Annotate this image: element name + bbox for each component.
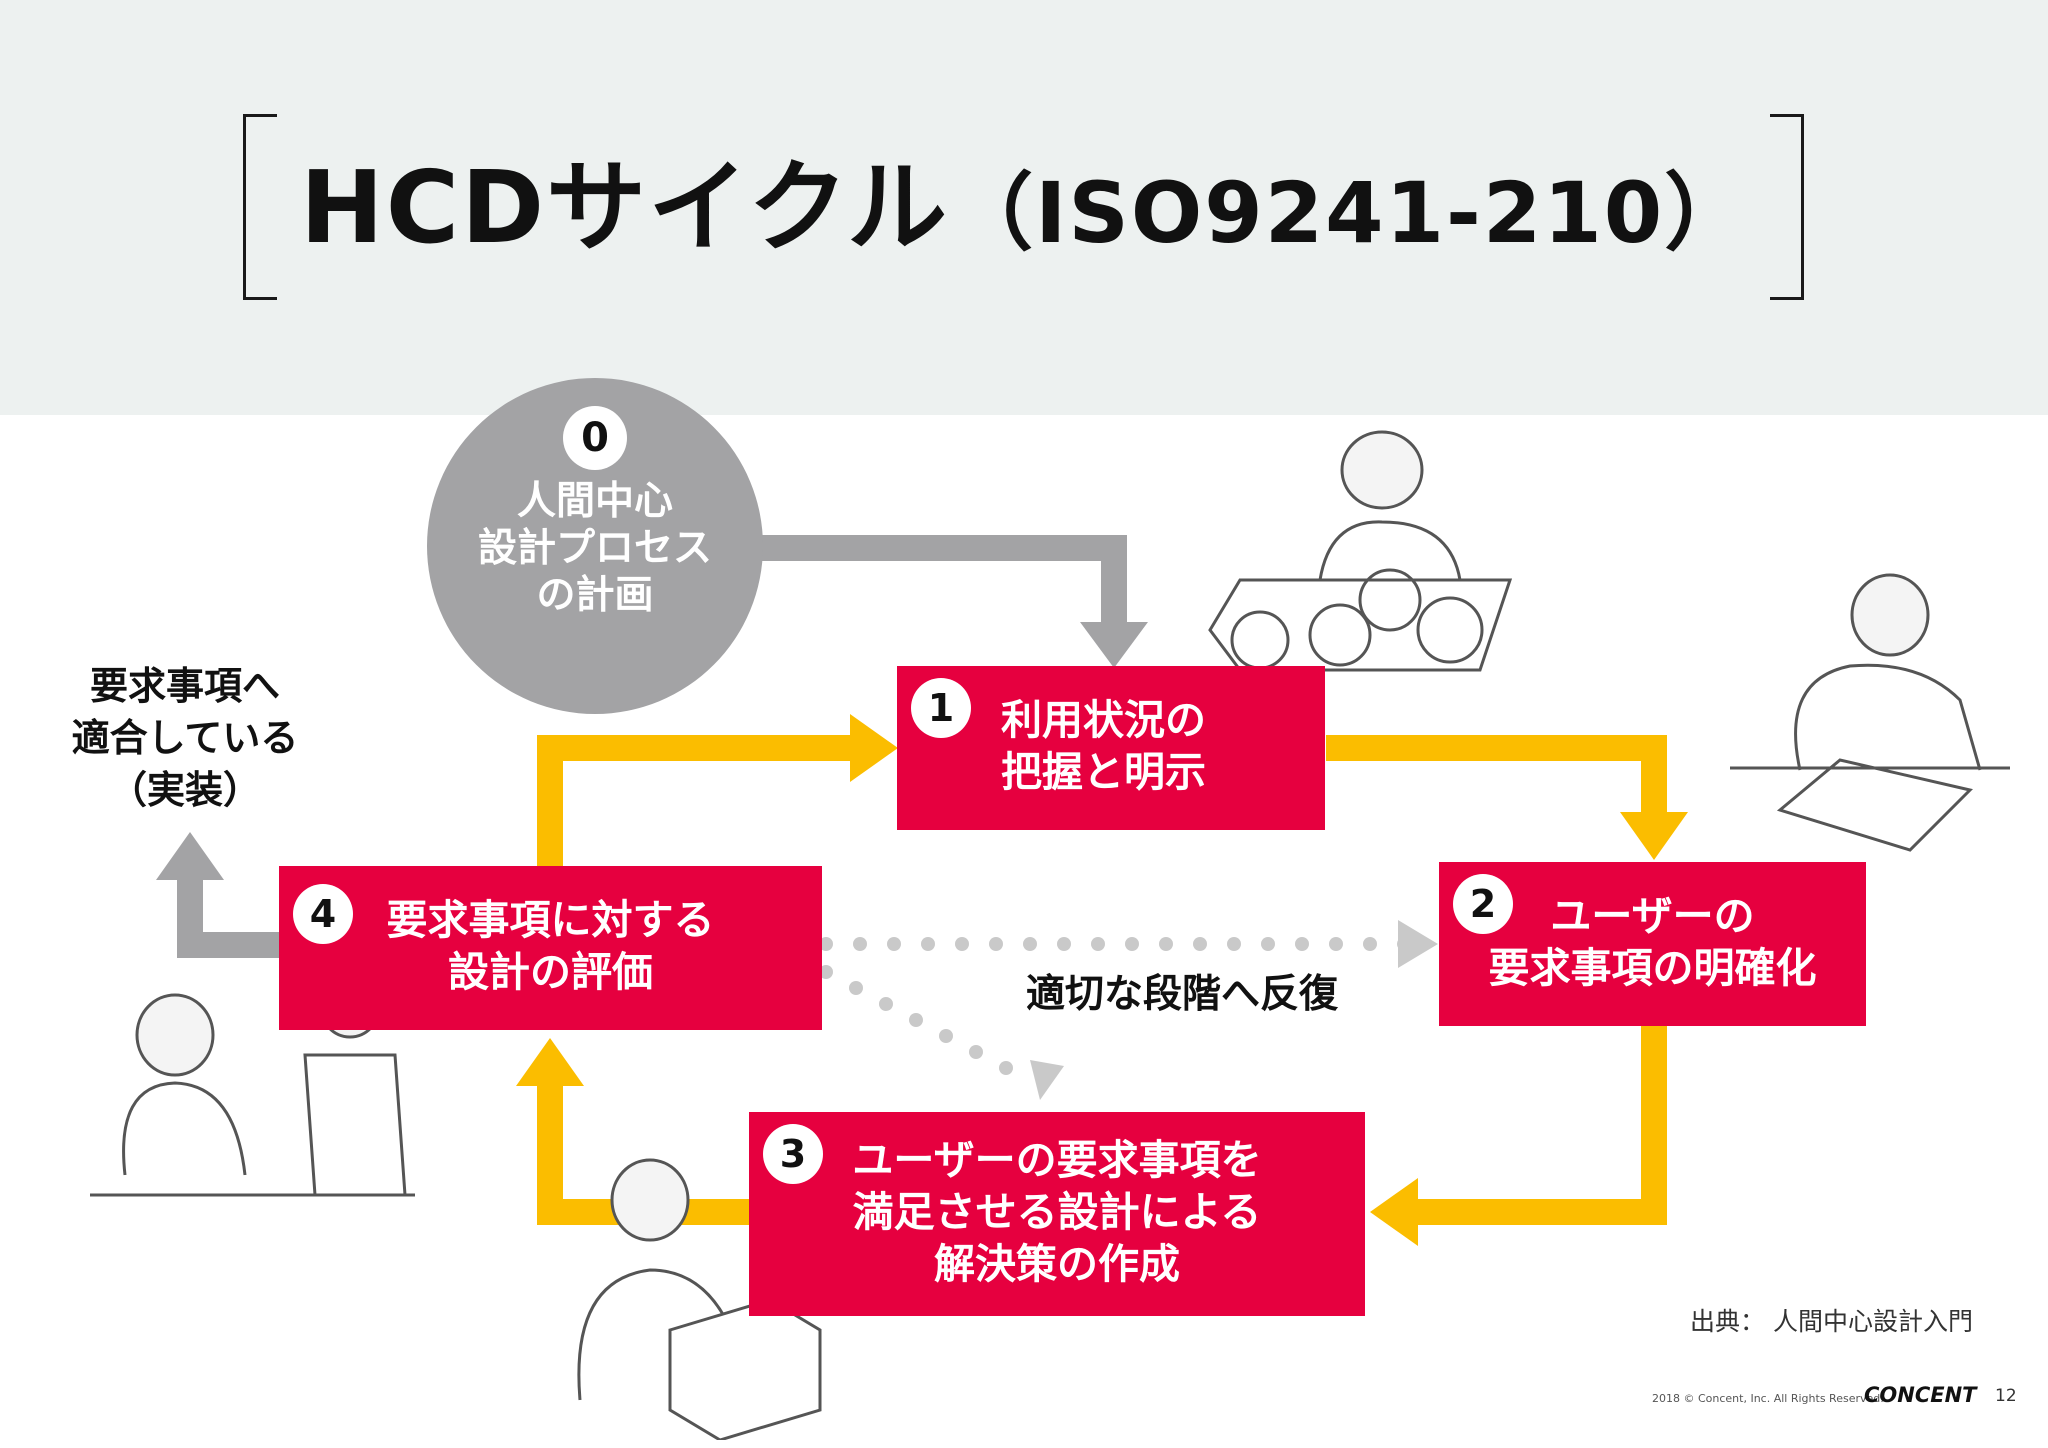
exit-note-line1: 要求事項へ <box>89 664 280 708</box>
page-title: HCDサイクル（ISO9241-210） <box>300 148 1748 273</box>
title-sub: （ISO9241-210） <box>949 164 1751 262</box>
step-2-line1: ユーザーの <box>1550 892 1755 940</box>
step-4-line1: 要求事項に対する <box>386 896 715 944</box>
page-number: 12 <box>1995 1386 2017 1406</box>
step-0-number: 0 <box>563 406 627 470</box>
planning-label: 人間中心 設計プロセス の計画 <box>427 478 763 619</box>
iterate-dots-right <box>819 937 1411 951</box>
iterate-arrowhead-down <box>1030 1060 1064 1100</box>
planning-label-line1: 人間中心 <box>516 479 673 524</box>
step-3-label: ユーザーの要求事項を 満足させる設計による 解決策の作成 <box>749 1134 1365 1290</box>
exit-note-line2: 適合している <box>71 716 299 760</box>
planning-label-line2: 設計プロセス <box>477 526 712 571</box>
step-1-line1: 利用状況の <box>1001 696 1206 744</box>
step-1-number: 1 <box>911 678 971 738</box>
title-band <box>0 0 2048 415</box>
step-1-line2: 把握と明示 <box>1001 748 1206 796</box>
step-4-number: 4 <box>293 884 353 944</box>
step-3-line2: 満足させる設計による <box>852 1188 1262 1236</box>
step-1-box: 1 利用状況の 把握と明示 <box>897 666 1325 830</box>
person-writing-illustration <box>1730 573 2010 852</box>
exit-note: 要求事項へ 適合している （実装） <box>40 660 330 816</box>
step-2-label: ユーザーの 要求事項の明確化 <box>1439 890 1866 994</box>
exit-note-line3: （実装） <box>108 768 261 812</box>
step-4-line2: 設計の評価 <box>448 948 653 996</box>
person-observing-illustration <box>1208 430 1513 672</box>
step-2-box: 2 ユーザーの 要求事項の明確化 <box>1439 862 1866 1026</box>
planning-circle: 0 人間中心 設計プロセス の計画 <box>427 378 763 714</box>
arrowhead-2-to-3 <box>1370 1178 1418 1246</box>
step-4-box: 4 要求事項に対する 設計の評価 <box>279 866 822 1030</box>
left-bracket <box>243 114 277 300</box>
arrow-1-to-2 <box>1326 735 1667 820</box>
source-citation: 出典： 人間中心設計入門 <box>1690 1307 1973 1336</box>
step-2-number: 2 <box>1453 874 1513 934</box>
step-2-line2: 要求事項の明確化 <box>1488 944 1817 992</box>
footer-copyright: 2018 © Concent, Inc. All Rights Reserved… <box>1652 1392 1884 1405</box>
step-3-line3: 解決策の作成 <box>934 1240 1180 1288</box>
arrow-4-to-1 <box>537 735 860 866</box>
footer-brand-logo: CONCENT <box>1864 1383 1977 1407</box>
iterate-arrowhead-right <box>1398 920 1438 968</box>
step-3-line1: ユーザーの要求事項を <box>852 1136 1262 1184</box>
exit-arrowhead <box>156 832 224 880</box>
title-main: HCDサイクル <box>300 149 950 266</box>
step-3-box: 3 ユーザーの要求事項を 満足させる設計による 解決策の作成 <box>749 1112 1365 1316</box>
arrowhead-1-to-2 <box>1620 812 1688 860</box>
planning-label-line3: の計画 <box>536 573 654 618</box>
arrowhead-3-to-4 <box>516 1038 584 1086</box>
step-3-number: 3 <box>763 1124 823 1184</box>
arrowhead-4-to-1 <box>850 714 898 782</box>
iterate-dots-down <box>819 965 1013 1075</box>
arrow-2-to-3 <box>1410 1026 1667 1225</box>
step-1-label: 利用状況の 把握と明示 <box>1001 694 1206 798</box>
right-bracket <box>1770 114 1804 300</box>
planning-arrowhead <box>1080 622 1148 668</box>
step-4-label: 要求事項に対する 設計の評価 <box>279 894 822 998</box>
exit-arrow <box>177 870 280 958</box>
iterate-note: 適切な段階へ反復 <box>1026 972 1339 1017</box>
planning-arrow <box>760 535 1127 630</box>
